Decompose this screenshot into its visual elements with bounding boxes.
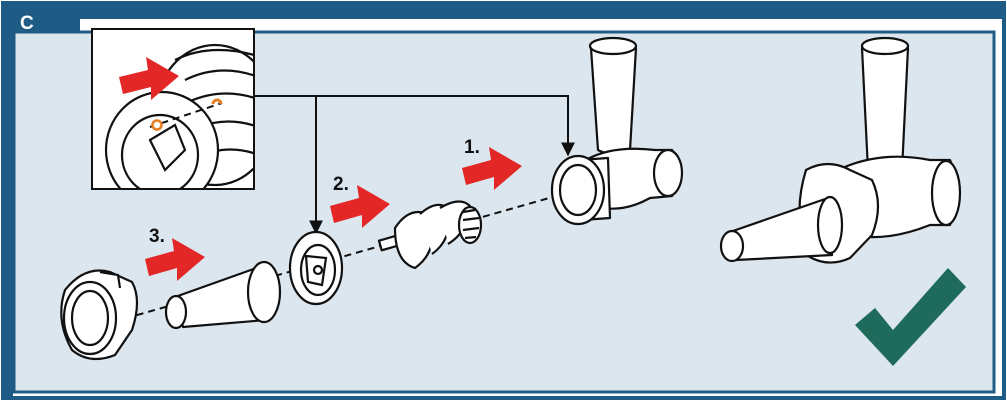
step-label-3: 3. [149, 226, 165, 247]
red-arrow-icon [462, 147, 522, 190]
detail-inset [91, 28, 255, 190]
sausage-nozzle [164, 260, 282, 330]
ring-nut [60, 269, 139, 361]
step-label-1: 1. [464, 137, 480, 158]
step-label-2: 2. [333, 174, 349, 195]
inset-connectors [254, 95, 575, 235]
inset-disc [104, 90, 220, 188]
red-arrow-icon [145, 238, 205, 281]
grinder-housing [550, 36, 684, 226]
red-arrow-icon [330, 185, 390, 228]
checkmark-icon [855, 268, 966, 366]
feed-screw [377, 200, 483, 270]
red-arrow-icon [119, 57, 179, 100]
notch-highlight [151, 119, 163, 131]
tab-highlight [211, 98, 223, 105]
perforated-disc [288, 230, 344, 306]
assembled-grinder [719, 36, 962, 264]
panel-letter: C [20, 13, 34, 34]
